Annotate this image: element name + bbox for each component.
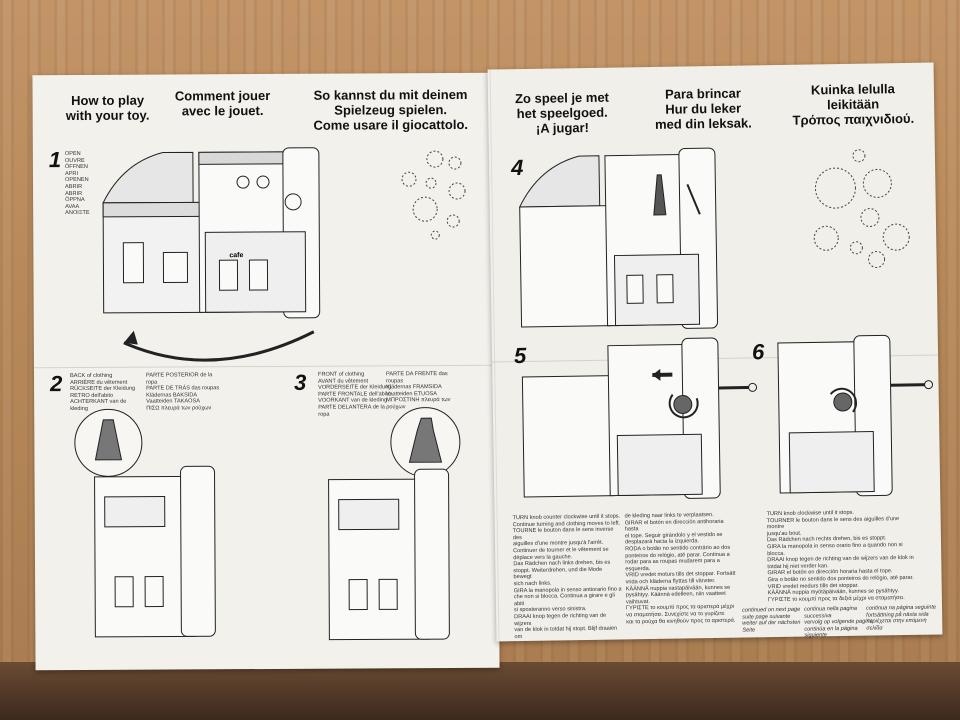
dollhouse-illustration-step3 xyxy=(328,468,450,641)
continued-note-c: continua na página seguinte fortsättning… xyxy=(866,604,937,632)
dollhouse-illustration-step6 xyxy=(777,334,934,497)
step3-text-b: PARTE DA FRENTE das roupas Klädernas FRA… xyxy=(386,371,451,411)
title-spanish-swedish: Para brincar Hur du leker med din leksak… xyxy=(654,85,752,132)
instruction-sheet-right: Zo speel je met het speelgoed. ¡A jugar!… xyxy=(487,62,943,642)
step-number: 1 xyxy=(48,147,62,173)
dollhouse-illustration-step5 xyxy=(521,337,758,499)
step-number: 3 xyxy=(293,369,307,395)
step2-text-b: PARTE POSTERIOR de la ropa PARTE DE TRÁS… xyxy=(146,372,220,412)
dollhouse-illustration-step2 xyxy=(94,465,216,638)
title-english: How to play with your toy. xyxy=(65,92,150,124)
title-dutch-spanish: Zo speel je met het speelgoed. ¡A jugar! xyxy=(514,89,610,136)
title-finnish-greek: Kuinka lelulla leikitään Τρόπος παιχνιδι… xyxy=(792,81,915,128)
dress-front-icon xyxy=(408,417,443,463)
clothing-back-bubble xyxy=(74,408,143,478)
continued-note-b: continua nella pagina successiva vervolg… xyxy=(804,605,873,640)
sparkle-decoration xyxy=(401,150,466,240)
floor-shadow xyxy=(0,662,960,720)
clothing-front-bubble xyxy=(390,406,461,478)
dollhouse-illustration-step4 xyxy=(518,147,719,329)
cafe-sign: cafe xyxy=(229,252,244,260)
continued-note-a: continued on next page suite page suivan… xyxy=(742,606,801,634)
dollhouse-illustration-step1 xyxy=(102,147,321,362)
sparkle-decoration xyxy=(813,149,910,268)
fold-line xyxy=(33,364,498,369)
step-number: 2 xyxy=(49,371,63,397)
step2-text-a: BACK of clothing ARRIÈRE du vêtement RÜC… xyxy=(70,372,136,412)
step-number: 6 xyxy=(751,339,765,365)
step5-text-a: TURN knob counter clockwise until it sto… xyxy=(512,513,622,640)
title-german-italian: So kannst du mit deinem Spielzeug spiele… xyxy=(313,86,469,133)
title-french: Comment jouer avec le jouet. xyxy=(174,87,271,119)
dress-back-icon xyxy=(94,419,123,461)
instruction-sheet-left: How to play with your toy. Comment jouer… xyxy=(32,72,500,671)
step6-text: TURN knob clockwise until it stops. TOUR… xyxy=(766,509,914,603)
step5-text-b: de kleding naar links te verplaatsen. GI… xyxy=(624,512,736,625)
